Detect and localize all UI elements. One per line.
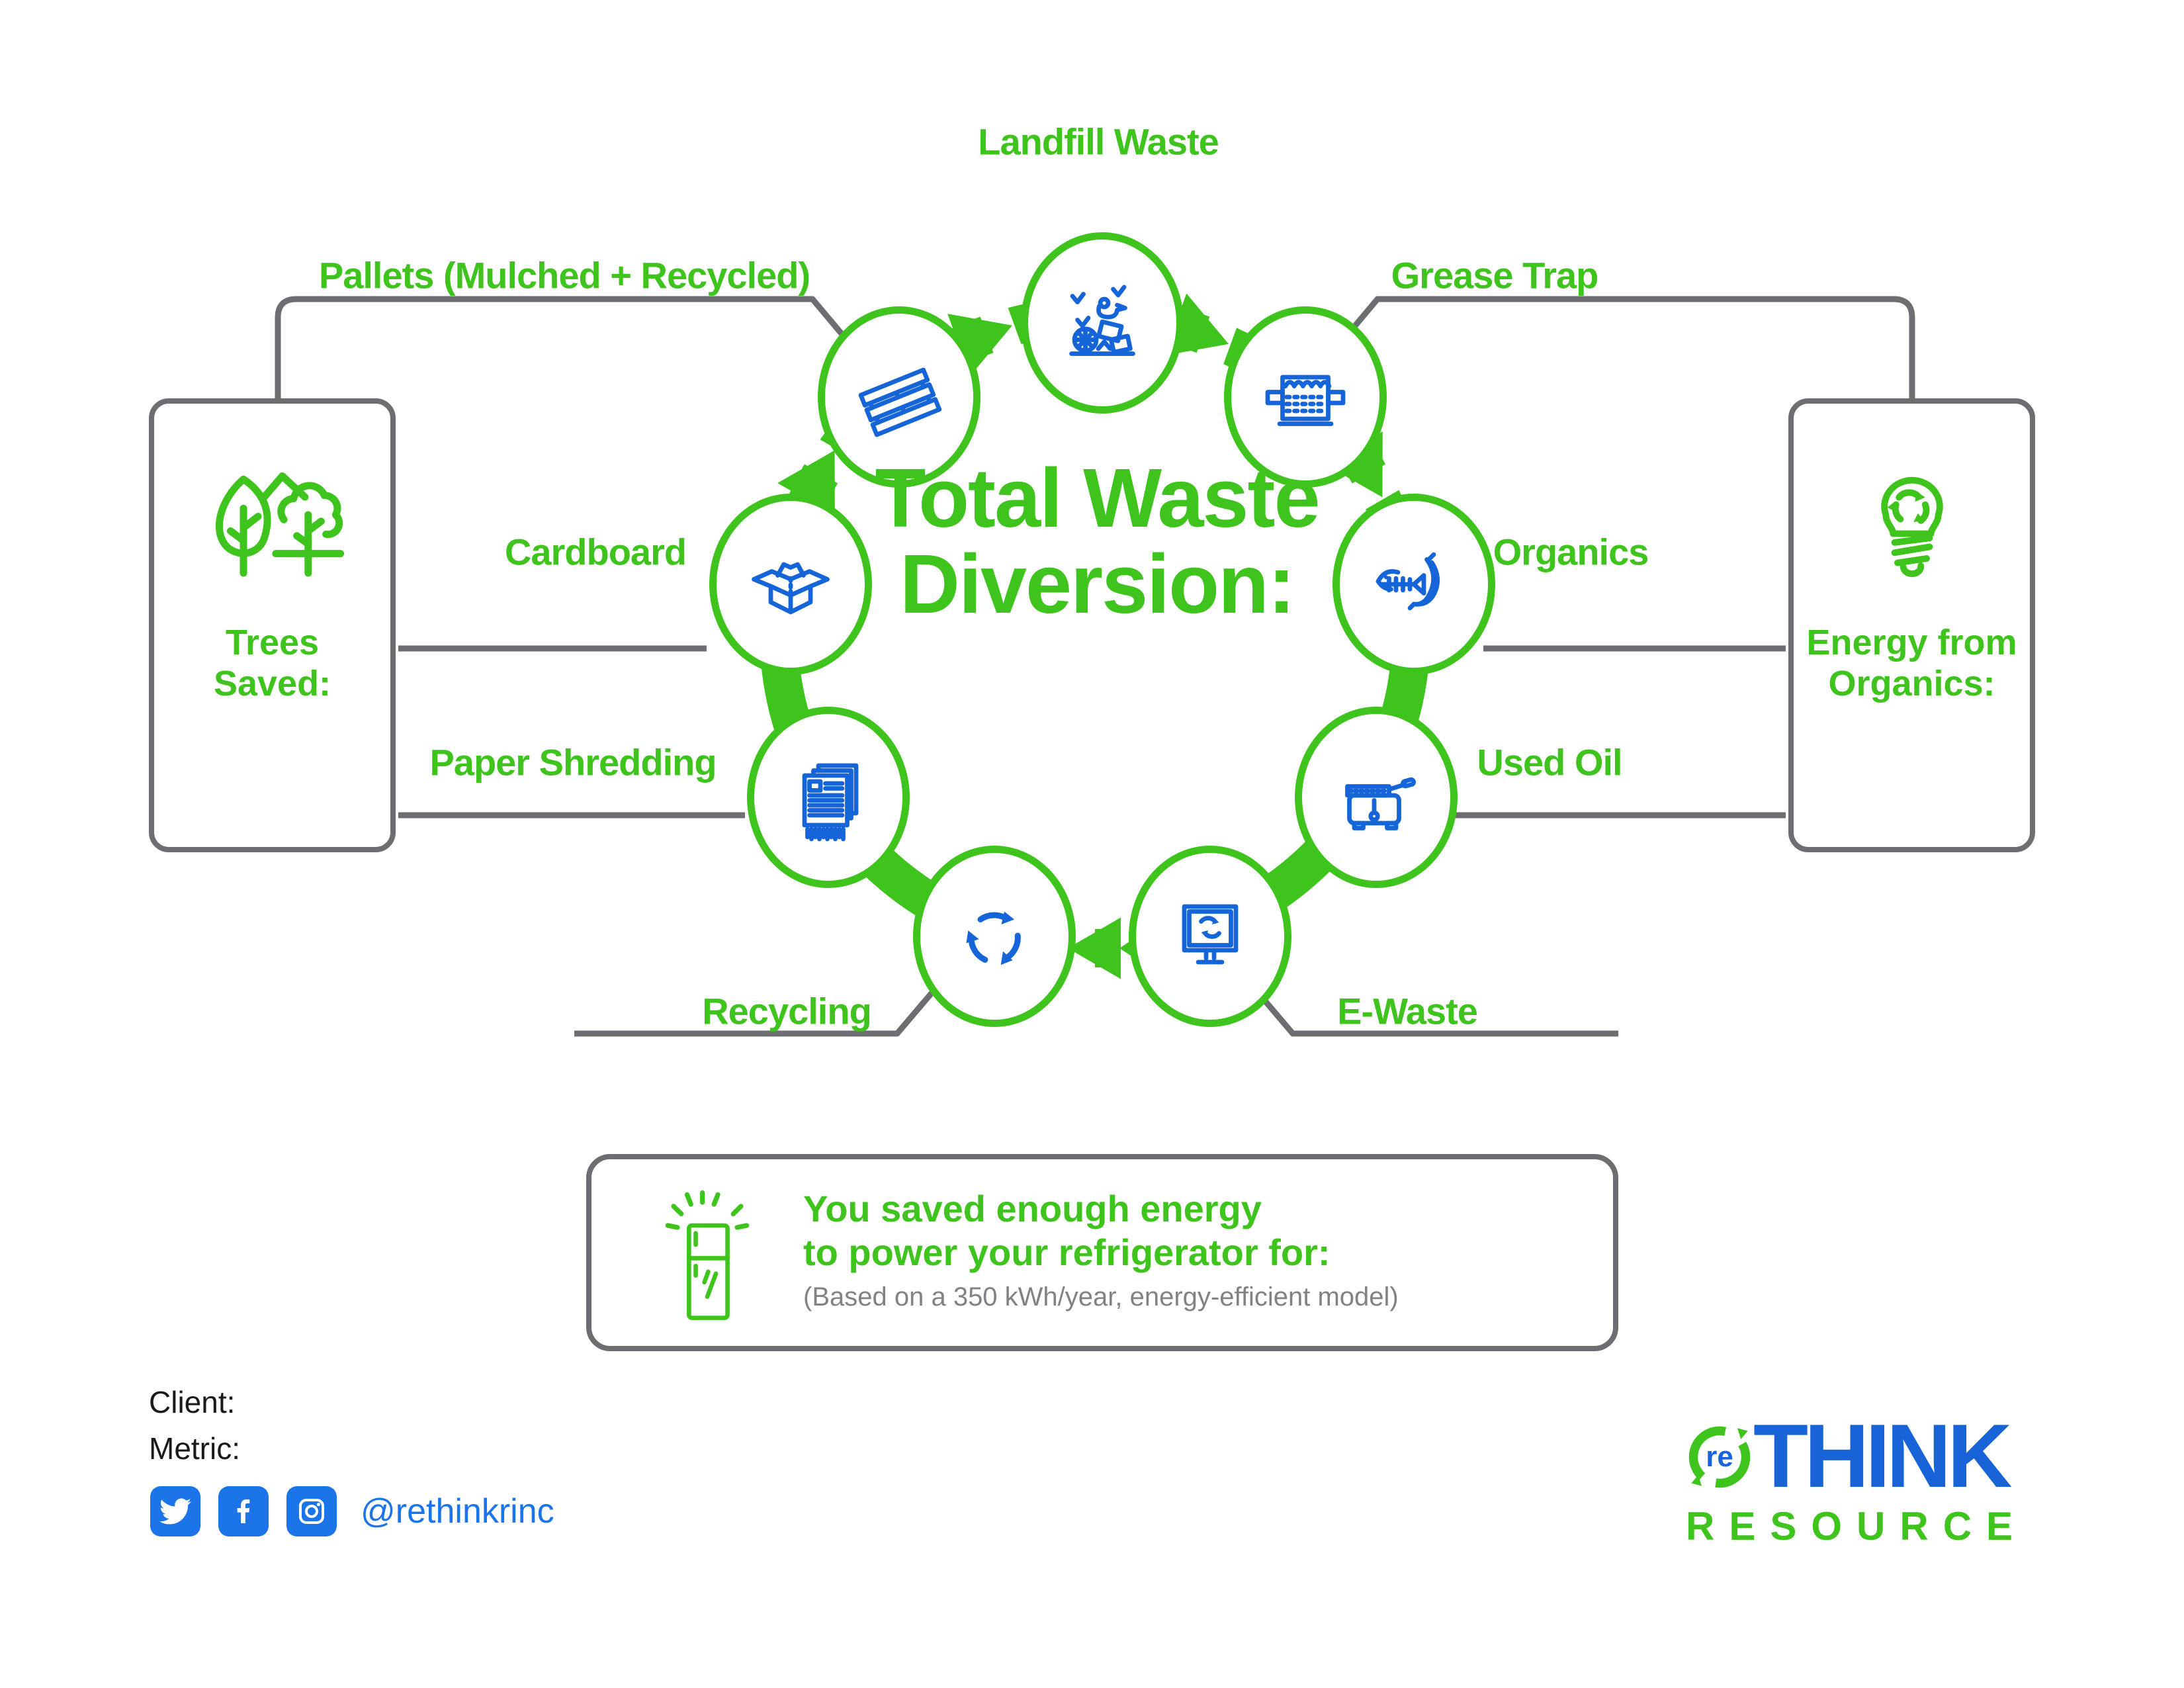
node-landfill-waste: [1021, 232, 1184, 414]
node-grease-trap: [1224, 306, 1387, 488]
node-cardboard: [709, 494, 872, 675]
organics-icon: [1376, 552, 1440, 611]
label-grease-trap: Grease Trap: [1391, 254, 1599, 296]
node-used-oil: [1295, 707, 1458, 888]
logo-re: re: [1706, 1441, 1733, 1473]
e-waste-icon: [1182, 904, 1239, 965]
twitter-icon: [150, 1486, 200, 1536]
pallets-connector: [275, 296, 864, 400]
energy-heading-line2: to power your refrigerator for:: [803, 1231, 1331, 1273]
social-handle: @rethinkrinc: [361, 1492, 554, 1531]
energy-note-box: You saved enough energy to power your re…: [586, 1154, 1618, 1351]
logo-think: THINK: [1753, 1405, 2013, 1506]
logo-resource: RESOURCE: [1686, 1504, 2028, 1548]
label-e-waste: E-Waste: [1337, 990, 1478, 1032]
node-e-waste: [1129, 846, 1291, 1027]
label-paper-shredding: Paper Shredding: [429, 741, 717, 783]
node-pallets: [818, 306, 981, 488]
used-oil-icon: [1345, 777, 1417, 830]
node-paper-shredding: [747, 707, 910, 888]
energy-from-organics-box: Energy from Organics:: [1788, 398, 2035, 852]
metric-label: Metric:: [149, 1431, 240, 1466]
label-pallets: Pallets (Mulched + Recycled): [318, 254, 810, 296]
trees-saved-label: Trees Saved:: [214, 622, 331, 704]
paper-shredding-icon: [802, 763, 859, 842]
trees-icon: [215, 472, 344, 577]
node-organics: [1332, 494, 1495, 675]
grease-trap-icon: [1265, 375, 1346, 426]
label-organics: Organics: [1493, 531, 1649, 573]
title-line2: Diversion:: [899, 537, 1295, 631]
label-recycling: Recycling: [702, 990, 872, 1032]
fridge-icon: [654, 1178, 760, 1337]
facebook-icon: [218, 1486, 269, 1536]
trees-saved-line1: Trees: [225, 623, 320, 662]
recycling-connector: [574, 979, 945, 1037]
energy-organics-line1: Energy from: [1806, 623, 2017, 662]
energy-heading: You saved enough energy to power your re…: [803, 1187, 1331, 1274]
page-title: Total Waste Diversion:: [875, 451, 1320, 631]
energy-from-organics-label: Energy from Organics:: [1806, 622, 2017, 704]
label-cardboard: Cardboard: [504, 531, 687, 573]
node-recycling: [913, 846, 1076, 1027]
instagram-icon: [286, 1486, 337, 1536]
rethink-ring-icon: [1688, 1426, 1751, 1488]
trees-saved-line2: Saved:: [213, 664, 331, 703]
bulb-icon: [1880, 476, 1943, 578]
pallet-icon: [858, 367, 942, 437]
energy-heading-line1: You saved enough energy: [803, 1188, 1262, 1229]
client-label: Client:: [149, 1385, 236, 1419]
label-landfill-waste: Landfill Waste: [978, 120, 1219, 163]
energy-note: (Based on a 350 kWh/year, energy-efficie…: [803, 1282, 1399, 1311]
title-line1: Total Waste: [875, 451, 1320, 545]
label-used-oil: Used Oil: [1477, 741, 1622, 783]
grease-trap-connector: [1326, 296, 1915, 400]
energy-organics-line2: Organics:: [1828, 664, 1995, 703]
cardboard-icon: [752, 562, 830, 615]
recycling-icon: [966, 911, 1021, 965]
trees-saved-box: Trees Saved:: [149, 398, 396, 852]
landfill-icon: [1069, 285, 1135, 356]
flow-arrow: [947, 291, 1027, 377]
